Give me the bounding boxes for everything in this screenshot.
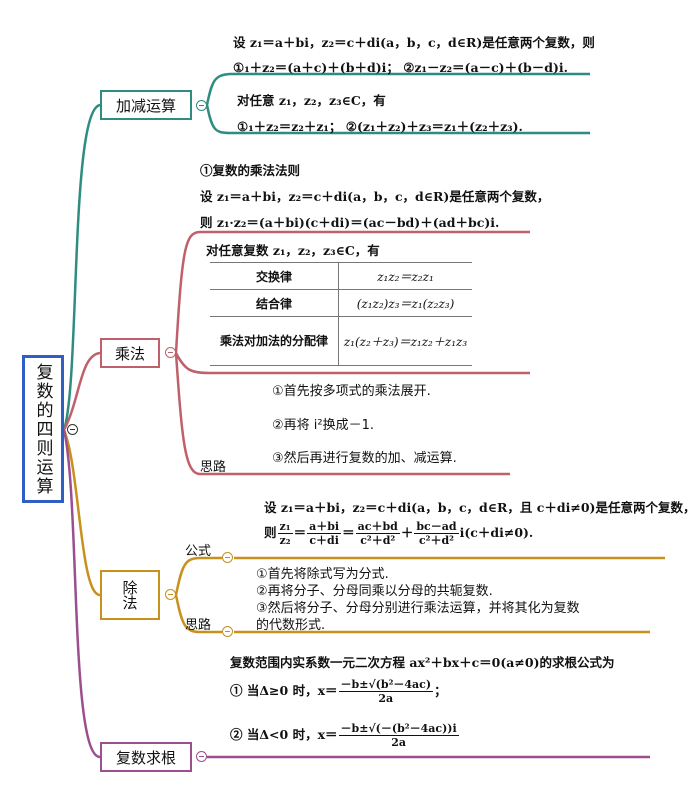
law-name: 乘法对加法的分配律 [210,316,339,366]
collapse-icon[interactable] [165,347,176,358]
frac-den: 2a [378,692,394,705]
div-idea-2: ②再将分子、分母同乘以分母的共轭复数. [256,584,493,599]
root-intro: 复数范围内实系数一元二次方程 ax²＋bx＋c＝0(a≠0)的求根公式为 [230,655,615,670]
mul-law-intro: 对任意复数 z₁，z₂，z₃∈C，有 [206,243,380,258]
frac-den: c＋di [309,534,339,547]
mul-idea-2: ②再将 i²换成－1. [272,418,375,433]
connector-div [62,429,101,597]
add-text-2: ①₁＋z₂＝(a＋c)＋(b＋d)i； ②z₁－z₂＝(a－c)＋(b－d)i. [233,60,569,75]
case-text: ① 当Δ≥0 时，x＝ [230,683,338,698]
add-text-4: ①₁＋z₂＝z₂＋z₁； ②(z₁＋z₂)＋z₃＝z₁＋(z₂＋z₃). [237,119,523,134]
frac-num: ac＋bd [355,520,400,534]
frac-num: z₁ [277,520,293,534]
collapse-icon[interactable] [196,100,207,111]
law-name: 交换律 [210,262,339,290]
frac-den: c²＋d² [360,534,396,547]
mul-rule-title: ①复数的乘法法则 [200,163,301,178]
div-idea-3: ③然后将分子、分母分别进行乘法运算，并将其化为复数 [256,601,580,616]
frac-den: 2a [391,736,406,749]
root-case-1: ① 当Δ≥0 时，x＝－b±√(b²－4ac)2a ； [230,678,447,705]
mul-rule-2: 则 z₁·z₂＝(a＋bi)(c＋di)＝(ac－bd)＋(ad＋bc)i. [200,215,500,230]
collapse-icon[interactable] [222,552,233,563]
collapse-icon[interactable] [196,751,207,762]
collapse-icon[interactable] [165,589,176,600]
node-root-finding[interactable]: 复数求根 [100,742,192,772]
law-formula: z₁z₂＝z₂z₁ [338,262,472,290]
node-mul[interactable]: 乘法 [100,338,160,368]
law-formula: (z₁z₂)z₃＝z₁(z₂z₃) [338,289,472,317]
div-formula-label[interactable]: 公式 [185,544,212,559]
connector-add-sub [205,72,590,135]
connector-mul-sub [174,230,530,476]
frac-num: －b±√(－(b²－4ac))i [338,722,459,736]
root-node[interactable]: 复数的四则运算 [22,355,64,503]
add-text-1: 设 z₁＝a＋bi，z₂＝c＋di(a，b，c，d∈R)是任意两个复数，则 [233,35,595,50]
law-formula: z₁(z₂＋z₃)＝z₁z₂＋z₁z₃ [338,316,472,366]
div-idea-1: ①首先将除式写为分式. [256,567,389,582]
mul-idea-3: ③然后再进行复数的加、减运算. [272,451,457,466]
frac-den: c²＋d² [418,534,454,547]
mul-idea-label[interactable]: 思路 [200,460,227,475]
div-text-1: 设 z₁＝a＋bi，z₂＝c＋di(a，b，c，d∈R，且 c＋di≠0)是任意… [264,500,690,515]
connector-div-sub [174,556,665,634]
connector-mul [62,351,101,431]
mul-idea-1: ①首先按多项式的乘法展开. [272,384,431,399]
connector-add [62,103,101,431]
connector-root [62,429,101,759]
frac-num: －b±√(b²－4ac) [338,678,434,692]
mul-rule-1: 设 z₁＝a＋bi，z₂＝c＋di(a，b，c，d∈R)是任意两个复数， [200,189,550,204]
node-add-sub[interactable]: 加减运算 [100,90,192,120]
case-text: ② 当Δ<0 时，x＝ [230,727,338,742]
div-idea-4: 的代数形式. [256,618,326,633]
node-div[interactable]: 除法 [100,570,160,620]
formula-tail: i(c＋di≠0). [459,525,534,540]
collapse-icon[interactable] [67,424,78,435]
frac-num: a＋bi [307,520,342,534]
frac-den: z₂ [279,534,291,547]
div-idea-label[interactable]: 思路 [185,618,212,633]
then-text: 则 [264,525,277,540]
add-text-3: 对任意 z₁，z₂，z₃∈C，有 [237,93,386,108]
frac-num: bc－ad [414,520,459,534]
law-name: 结合律 [210,289,339,317]
case-end: ； [434,683,447,698]
collapse-icon[interactable] [222,626,233,637]
table-row: 结合律(z₁z₂)z₃＝z₁(z₂z₃) [210,289,472,317]
